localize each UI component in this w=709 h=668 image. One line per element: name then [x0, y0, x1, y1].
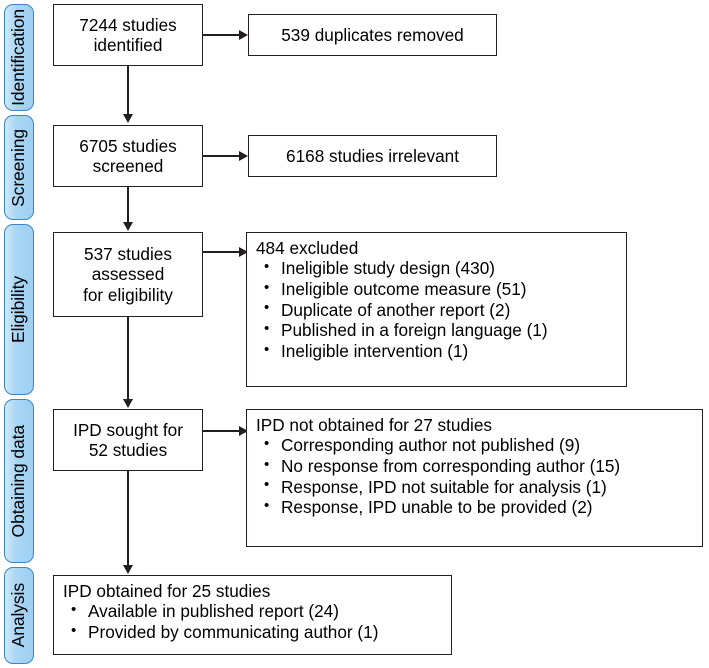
box-ipd-sought-line2: 52 studies	[88, 440, 168, 460]
stage-label-analysis: Analysis	[8, 583, 29, 648]
list-item: Ineligible study design (430)	[256, 258, 619, 279]
connector-assessed-to-ipd-sought	[127, 317, 129, 401]
arrowhead-screened-to-assessed	[123, 222, 133, 231]
stage-obtaining-data: Obtaining data	[4, 399, 34, 563]
box-studies-screened-line1: 6705 studies	[79, 135, 177, 156]
connector-identified-to-screened	[127, 66, 129, 116]
list-item: Provided by communicating author (1)	[63, 622, 444, 643]
box-duplicates-removed-line1: 539 duplicates removed	[281, 24, 464, 45]
box-studies-assessed-line3: for eligibility	[83, 284, 173, 305]
connector-screened-to-assessed	[127, 187, 129, 224]
box-ipd-not-obtained-list: Corresponding author not published (9) N…	[256, 435, 695, 518]
connector-identified-to-duplicates	[203, 34, 239, 36]
box-duplicates-removed: 539 duplicates removed	[248, 14, 497, 56]
stage-eligibility: Eligibility	[4, 224, 34, 395]
stage-label-obtaining-data: Obtaining data	[8, 424, 29, 538]
connector-assessed-to-excluded	[203, 251, 239, 253]
box-ipd-obtained-list: Available in published report (24) Provi…	[63, 601, 444, 642]
box-ipd-sought-line1: IPD sought for	[73, 419, 183, 440]
connector-ipd-sought-to-not-obtained	[203, 430, 239, 432]
arrowhead-assessed-to-excluded	[239, 247, 248, 257]
stage-identification: Identification	[4, 4, 34, 111]
box-ipd-not-obtained: IPD not obtained for 27 studies Correspo…	[246, 409, 703, 547]
arrowhead-identified-to-duplicates	[239, 30, 248, 40]
box-ipd-obtained-heading: IPD obtained for 25 studies	[63, 581, 271, 601]
arrowhead-assessed-to-ipd-sought	[123, 399, 133, 408]
box-studies-irrelevant-line1: 6168 studies irrelevant	[286, 145, 459, 166]
box-studies-identified-line2: identified	[93, 35, 163, 55]
stage-label-identification: Identification	[8, 9, 29, 106]
box-studies-identified-line1: 7244 studies	[79, 14, 177, 35]
list-item: Response, IPD unable to be provided (2)	[256, 497, 695, 518]
box-ipd-obtained: IPD obtained for 25 studies Available in…	[53, 575, 452, 655]
list-item: Available in published report (24)	[63, 601, 444, 622]
stage-screening: Screening	[4, 115, 34, 220]
stage-label-screening: Screening	[8, 128, 29, 207]
box-studies-irrelevant: 6168 studies irrelevant	[248, 135, 497, 177]
box-ipd-not-obtained-heading: IPD not obtained for 27 studies	[256, 415, 493, 435]
list-item: Published in a foreign language (1)	[256, 320, 619, 341]
list-item: Ineligible intervention (1)	[256, 341, 619, 362]
arrowhead-ipd-sought-to-not-obtained	[239, 426, 248, 436]
box-studies-screened: 6705 studies screened	[53, 125, 203, 187]
list-item: Duplicate of another report (2)	[256, 299, 619, 321]
connector-screened-to-irrelevant	[203, 155, 239, 157]
box-studies-screened-line2: screened	[92, 156, 164, 176]
connector-ipd-sought-to-ipd-obtained	[127, 471, 129, 567]
arrowhead-ipd-sought-to-ipd-obtained	[123, 565, 133, 574]
box-studies-assessed: 537 studies assessed for eligibility	[53, 232, 203, 317]
arrowhead-screened-to-irrelevant	[239, 151, 248, 161]
box-excluded-list: Ineligible study design (430) Ineligible…	[256, 258, 619, 361]
box-excluded: 484 excluded Ineligible study design (43…	[246, 232, 627, 387]
box-ipd-sought: IPD sought for 52 studies	[53, 409, 203, 471]
stage-analysis: Analysis	[4, 567, 34, 664]
arrowhead-identified-to-screened	[123, 114, 133, 123]
list-item: Corresponding author not published (9)	[256, 435, 695, 456]
box-studies-assessed-line2: assessed	[91, 264, 165, 285]
stage-label-eligibility: Eligibility	[8, 276, 29, 343]
list-item: Ineligible outcome measure (51)	[256, 279, 619, 300]
list-item: No response from corresponding author (1…	[256, 456, 695, 477]
box-studies-identified: 7244 studies identified	[53, 4, 203, 66]
list-item: Response, IPD not suitable for analysis …	[256, 476, 695, 498]
box-studies-assessed-line1: 537 studies	[84, 243, 172, 264]
box-excluded-heading: 484 excluded	[256, 238, 359, 258]
